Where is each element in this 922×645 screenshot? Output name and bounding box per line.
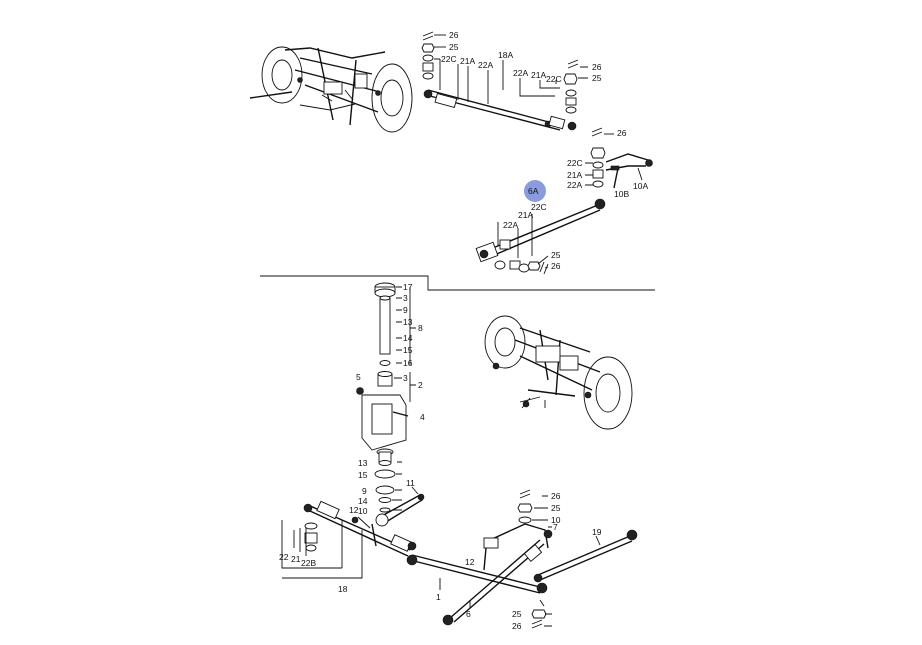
label-26f: 26	[512, 621, 522, 631]
label-22a-d: 22A	[503, 220, 518, 230]
label-14a: 14	[403, 333, 413, 343]
steering-linkage-bottom: 11 12 22 21 22B 18 26 25 10 7 19 12 1 6 …	[279, 478, 638, 631]
label-13b: 13	[358, 458, 368, 468]
label-10b: 10B	[614, 189, 629, 199]
front-suspension-overview	[249, 46, 413, 133]
label-22a-b: 22A	[513, 68, 528, 78]
label-26c: 26	[617, 128, 627, 138]
label-11: 11	[406, 478, 415, 488]
label-22a-c: 22A	[567, 180, 582, 190]
label-10a: 10A	[633, 181, 648, 191]
tie-rod-6A-assembly: 6A 26 22C 21A 22A 10B 10A 22C 21A 22A 25…	[475, 127, 653, 275]
label-21a-a: 21A	[460, 56, 475, 66]
label-26a: 26	[449, 30, 459, 40]
label-22c-a: 22C	[441, 54, 457, 64]
label-15b: 15	[358, 470, 368, 480]
label-2: 2	[418, 380, 423, 390]
label-18a: 18A	[498, 50, 513, 60]
label-7: 7	[553, 522, 558, 532]
label-12a: 12	[349, 505, 359, 515]
label-25a: 25	[449, 42, 459, 52]
label-3a: 3	[403, 293, 408, 303]
label-21: 21	[291, 554, 301, 564]
label-21a-d: 21A	[518, 210, 533, 220]
label-14b: 14	[358, 496, 368, 506]
label-8: 8	[418, 323, 423, 333]
label-25c: 25	[551, 250, 561, 260]
label-4: 4	[420, 412, 425, 422]
label-12b: 12	[465, 557, 475, 567]
label-5: 5	[356, 372, 361, 382]
label-3b: 3	[403, 373, 408, 383]
label-17: 17	[403, 282, 413, 292]
label-1: 1	[436, 592, 441, 602]
label-21a-b: 21A	[531, 70, 546, 80]
label-26e: 26	[551, 491, 561, 501]
label-10c: 10	[358, 506, 368, 516]
label-13a: 13	[403, 317, 413, 327]
label-26d: 26	[551, 261, 561, 271]
tie-rod-18A-assembly: 26 25 22C 21A 22A 18A 26 25 22A 21A 22C	[421, 30, 602, 131]
label-9a: 9	[403, 305, 408, 315]
label-9b: 9	[362, 486, 367, 496]
label-22b: 22B	[301, 558, 316, 568]
label-19: 19	[592, 527, 602, 537]
rear-suspension-overview	[484, 315, 633, 430]
label-25b: 25	[592, 73, 602, 83]
label-22c-b: 22C	[546, 74, 562, 84]
label-15a: 15	[403, 345, 413, 355]
label-22a-a: 22A	[478, 60, 493, 70]
label-25e: 25	[512, 609, 522, 619]
highlight-marker-6A[interactable]	[524, 180, 546, 202]
section-divider	[260, 275, 655, 291]
label-26b: 26	[592, 62, 602, 72]
label-22c-c: 22C	[567, 158, 583, 168]
label-16: 16	[403, 358, 413, 368]
label-22: 22	[279, 552, 289, 562]
label-25d: 25	[551, 503, 561, 513]
label-18: 18	[338, 584, 348, 594]
label-6: 6	[466, 609, 471, 619]
label-6a: 6A	[528, 186, 539, 196]
label-22c-d: 22C	[531, 202, 547, 212]
steering-column-stack: 17 3 9 13 8 14 15 16 5 3 2 4 13 15 9 14 …	[356, 282, 425, 516]
label-10d: 10	[551, 515, 561, 525]
label-21a-c: 21A	[567, 170, 582, 180]
